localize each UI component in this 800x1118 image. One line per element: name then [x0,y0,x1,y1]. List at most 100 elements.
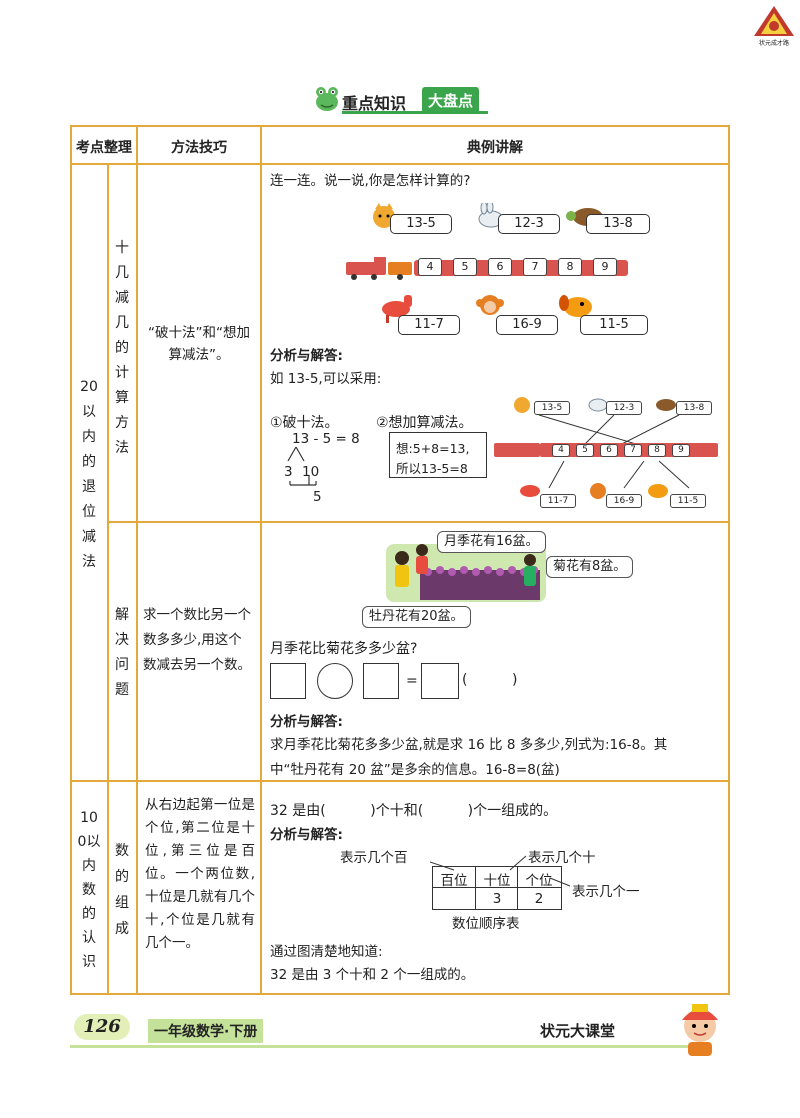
method2-line1: 想:5+8=13, [396,441,470,456]
method-1: “破十法”和“想加算减法”。 [148,325,250,363]
header-key-points: 考点整理 [76,140,132,156]
logo-text: 状元成才路 [758,40,789,47]
card-12-3: 12-3 [498,214,560,234]
train-car-5: 5 [453,258,477,276]
frog-mascot-icon [316,87,338,111]
answer-circle[interactable] [317,663,353,699]
method1-title: ①破十法。 [270,415,339,431]
place-value-ones: 2 [534,891,544,907]
split-diagram-lines [287,446,317,486]
analysis-label-3: 分析与解答: [270,827,343,843]
train-car-9: 9 [593,258,617,276]
series-title: 状元大课堂 [540,1022,616,1040]
answer-box-3[interactable] [421,663,459,699]
subtopic-problem-solving-text: 解决问题 [115,607,129,698]
topic-subtraction: 20以内的退位减法 [72,375,106,575]
connected-diagram: 13-5 12-3 13-8 4 5 6 7 8 9 11-7 16-9 11-… [494,393,720,511]
mini-car-7: 7 [624,444,642,457]
method1-equation: 13 - 5 = 8 [292,431,360,447]
monkey-icon [476,295,504,315]
place-header-hundreds: 百位 [440,873,468,889]
method1-result-5: 5 [313,489,322,505]
prompt-connect: 连一连。说一说,你是怎样计算的? [270,173,471,189]
mini-card-16-9: 16-9 [606,494,642,508]
mini-card-11-5: 11-5 [670,494,706,508]
mini-car-9: 9 [672,444,690,457]
mascot-icon [682,1004,718,1056]
analysis-label-1: 分析与解答: [270,348,343,364]
answer-box-2[interactable] [363,663,399,699]
place-value-table: 百位 十位 个位 3 2 [432,866,562,910]
page-number: 126 [74,1014,130,1040]
header-examples: 典例讲解 [467,140,523,156]
answer-2-line2: 中“牡丹花有 20 盆”是多余的信息。16-8=8(盆) [270,762,560,778]
method2-line2: 所以13-5=8 [396,461,468,476]
bubble-peonies: 牡丹花有20盆。 [362,606,471,628]
mini-car-8: 8 [648,444,666,457]
locomotive-icon [346,257,412,280]
analysis-label-2: 分析与解答: [270,714,343,730]
mini-card-12-3: 12-3 [606,401,642,415]
train-car-6: 6 [488,258,512,276]
subtopic-calc-method-text: 十几减几的计算方法 [115,240,129,456]
subtopic-composition: 数的组成 [110,838,136,942]
banner-tag: 大盘点 [422,87,480,114]
section-banner: 重点知识 大盘点 [312,84,488,116]
logo-emblem-icon [754,6,794,36]
unit-paren: ( ) [462,672,518,688]
table-caption: 数位顺序表 [452,916,520,932]
method1-part-3: 3 [284,464,293,480]
method2-title: ②想加算减法。 [376,415,473,431]
subtopic-calc-method: 十几减几的计算方法 [110,236,136,461]
flowers-and-children-illustration [386,544,546,602]
animal-card-horse: 11-7 [376,293,460,335]
card-13-5: 13-5 [390,214,452,234]
place-header-ones: 个位 [525,873,553,889]
dog-icon [559,295,592,317]
book-title: 一年级数学·下册 [148,1019,264,1043]
topic-numbers-100: 100以内数的认识 [72,806,106,974]
equals-sign: = [406,673,418,689]
number-train: 4 5 6 7 8 9 [344,256,630,280]
pointer-lines [430,855,571,887]
card-11-5: 11-5 [580,315,648,335]
question-3: 32 是由( )个十和( )个一组成的。 [270,803,558,819]
bubble-chrysanthemums: 菊花有8盆。 [546,556,634,578]
animal-card-turtle: 13-8 [566,203,650,234]
label-hundreds: 表示几个百 [340,850,408,866]
footer-bar: 126 一年级数学·下册 状元大课堂 [70,1004,730,1056]
place-header-tens: 十位 [483,873,511,889]
train-car-7: 7 [523,258,547,276]
answer-box-1[interactable] [270,663,306,699]
animal-card-monkey: 16-9 [474,293,558,335]
method-2: 求一个数比另一个数多多少,用这个数减去另一个数。 [143,607,251,673]
label-ones: 表示几个一 [572,884,640,900]
mini-card-11-7: 11-7 [540,494,576,508]
mini-car-6: 6 [600,444,618,457]
cat-icon [373,203,395,228]
place-value-tens: 3 [492,891,502,907]
banner-title: 重点知识 [342,94,407,113]
conclusion-3-line2: 32 是由 3 个十和 2 个一组成的。 [270,967,475,983]
method1-part-10: 10 [302,464,320,480]
animal-card-cat: 13-5 [370,203,452,234]
header-methods: 方法技巧 [171,140,227,156]
topic-subtraction-text: 20以内的退位减法 [80,379,98,570]
subtopic-composition-text: 数的组成 [115,843,129,937]
train-car-8: 8 [558,258,582,276]
knowledge-table [70,125,730,995]
mini-card-13-5: 13-5 [534,401,570,415]
answer-2-line1: 求月季花比菊花多多少盆,就是求 16 比 8 多多少,列式为:16-8。其 [270,737,668,753]
mini-car-5: 5 [576,444,594,457]
label-tens: 表示几个十 [528,850,596,866]
topic-numbers-100-text: 100以内数的认识 [77,810,101,970]
card-11-7: 11-7 [398,315,460,335]
conclusion-3-line1: 通过图清楚地知道: [270,944,383,960]
mini-card-13-8: 13-8 [676,401,712,415]
method-3: 从右边起第一位是个位,第二位是十位,第三位是百位。一个两位数,十位是几就有几个十… [145,797,255,951]
bubble-roses: 月季花有16盆。 [437,531,546,553]
flower-scene [380,540,550,614]
intro-13-5: 如 13-5,可以采用: [270,371,382,387]
mini-car-4: 4 [552,444,570,457]
train-car-4: 4 [418,258,442,276]
